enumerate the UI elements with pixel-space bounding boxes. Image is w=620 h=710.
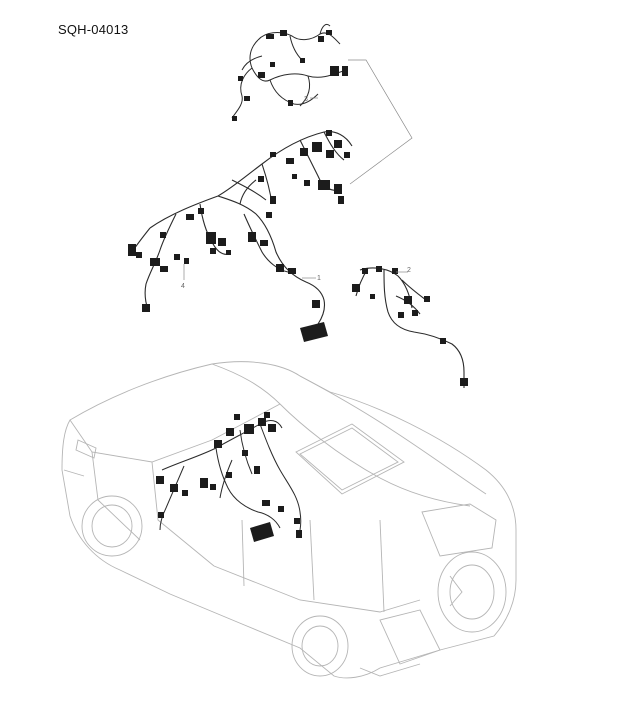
installed-harness-connectors (156, 412, 302, 542)
callout-3: 3 (304, 96, 308, 103)
main-harness (131, 131, 353, 325)
vehicle-outline (61, 361, 517, 679)
door-harness (355, 267, 465, 388)
roof-harness (231, 23, 347, 119)
installed-harness (159, 420, 302, 539)
roof-harness-connectors (232, 30, 348, 121)
diagram-code: SQH-04013 (58, 22, 129, 37)
main-harness-connectors (128, 130, 350, 342)
group-bracket-line (348, 59, 413, 185)
callout-2: 2 (407, 267, 411, 274)
door-harness-connectors (352, 266, 468, 386)
callout-1: 1 (317, 275, 321, 282)
callout-4: 4 (181, 283, 185, 290)
